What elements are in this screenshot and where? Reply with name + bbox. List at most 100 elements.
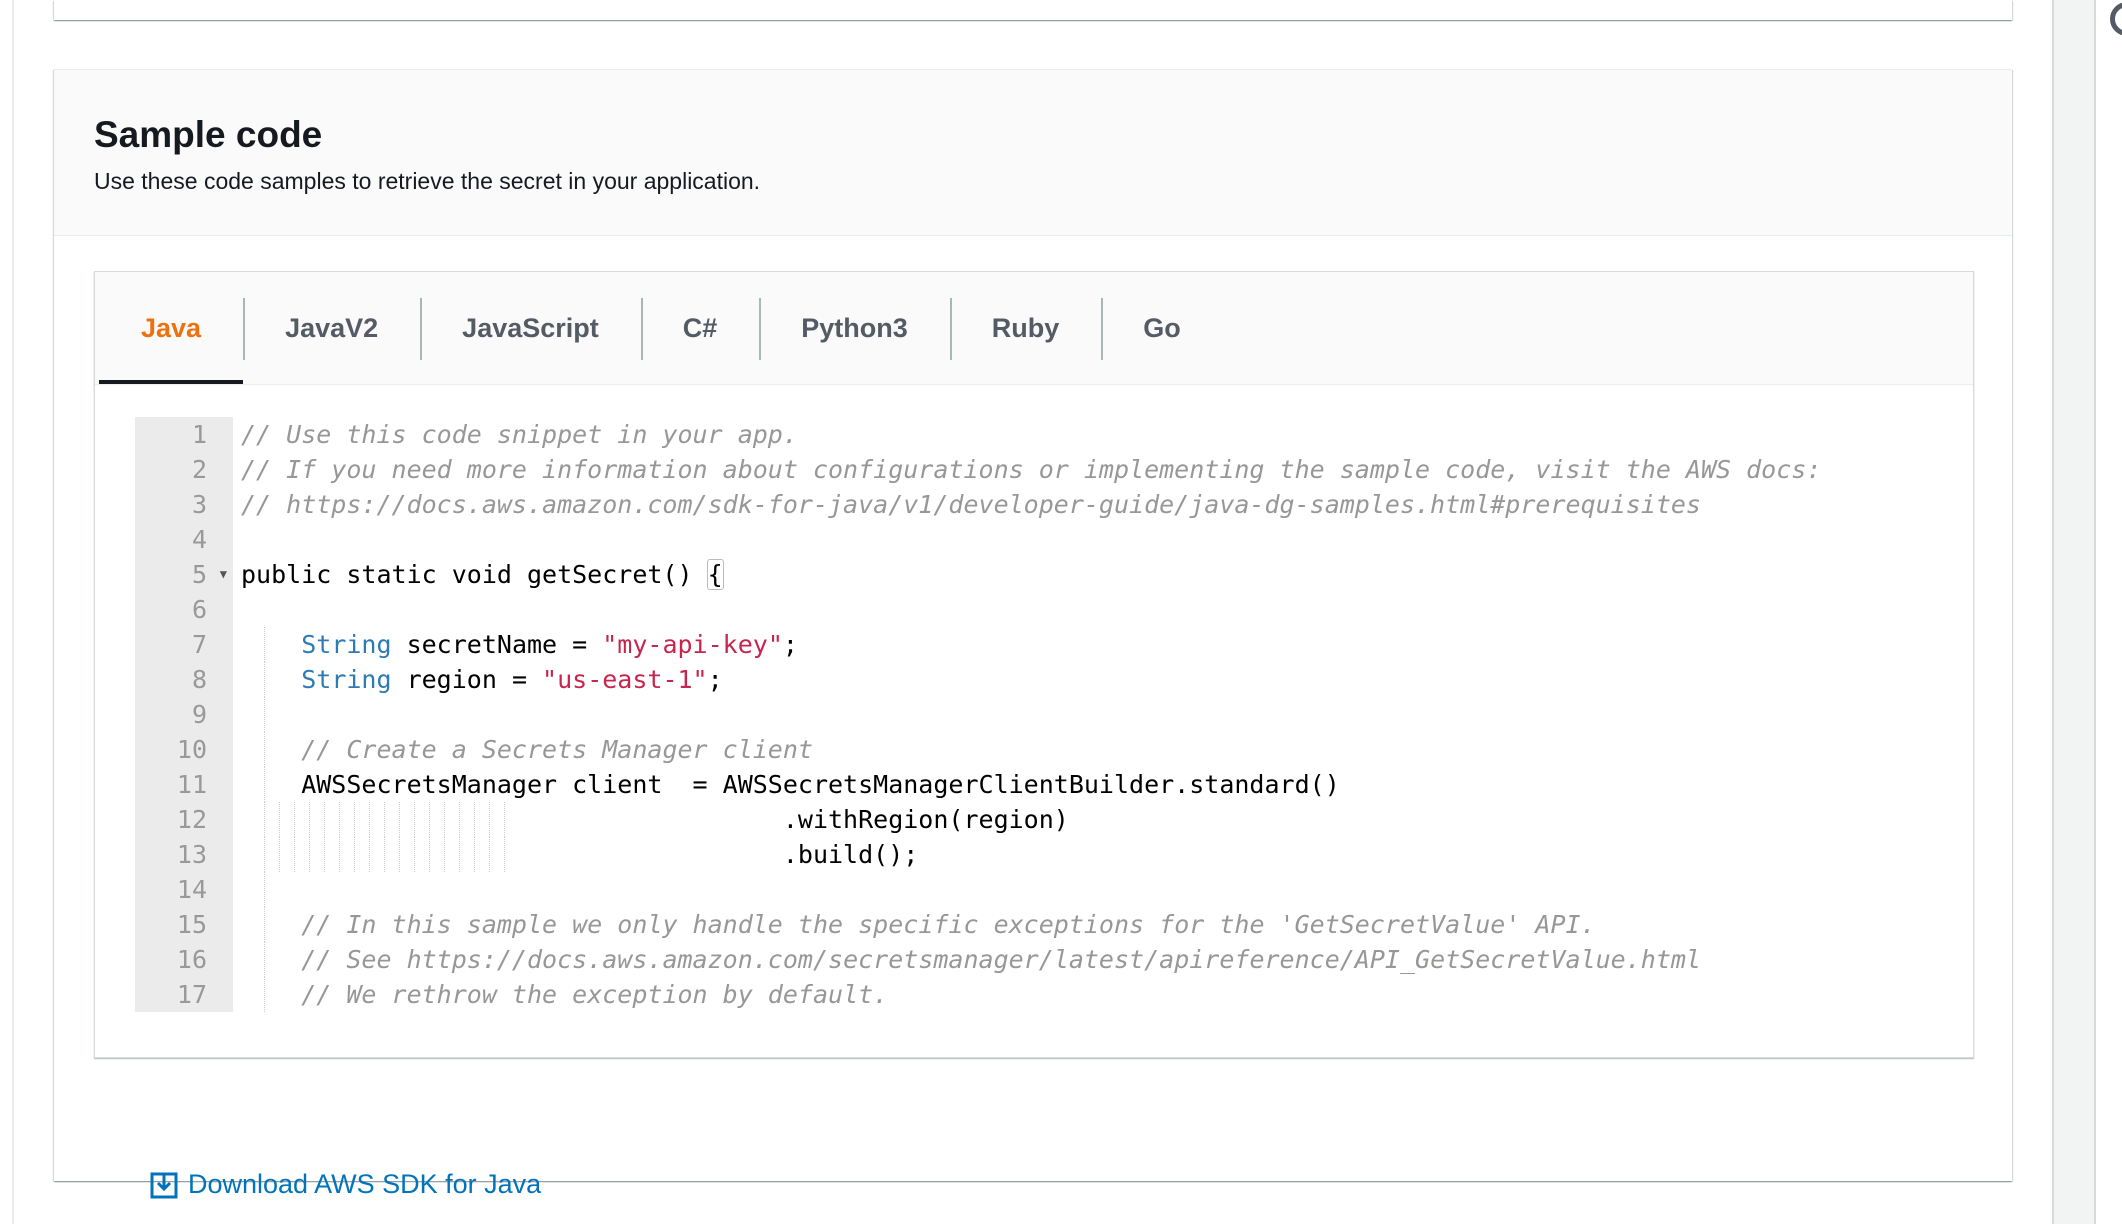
line-number-text: 17 (176, 980, 207, 1009)
code-token: .withRegion(region) (241, 805, 1069, 834)
indent-guide (383, 802, 385, 837)
code-token: .build(); (241, 840, 919, 869)
code-text: // https://docs.aws.amazon.com/sdk-for-j… (233, 487, 1701, 522)
fold-arrow-icon[interactable]: ▼ (219, 567, 227, 581)
code-line: 7 String secretName = "my-api-key"; (135, 627, 1935, 662)
download-icon (150, 1172, 178, 1198)
info-icon[interactable] (2110, 2, 2122, 36)
code-text: // In this sample we only handle the spe… (233, 907, 1596, 942)
indent-guide (263, 872, 265, 907)
tab-java[interactable]: Java (99, 272, 244, 384)
indent-guide (293, 837, 295, 872)
indent-guide (444, 837, 446, 872)
line-number: 7 (135, 627, 233, 662)
line-number: 6 (135, 592, 233, 627)
code-token (241, 945, 301, 974)
code-text: AWSSecretsManager client = AWSSecretsMan… (233, 767, 1340, 802)
code-line: 4 (135, 522, 1935, 557)
line-number: 11 (135, 767, 233, 802)
indent-guide (444, 802, 446, 837)
code-line: 5▼public static void getSecret() { (135, 557, 1935, 592)
code-token: ; (782, 630, 798, 659)
code-text (233, 697, 265, 732)
code-token: ; (707, 665, 723, 694)
indent-guide (263, 837, 265, 872)
line-number-text: 15 (176, 910, 207, 939)
indent-guide (338, 802, 340, 837)
code-token (241, 910, 301, 939)
indent-guide (489, 802, 491, 837)
code-comment: // See https://docs.aws.amazon.com/secre… (301, 945, 1701, 974)
indent-guide (308, 802, 310, 837)
code-editor[interactable]: 1// Use this code snippet in your app.2/… (135, 417, 1935, 1012)
indent-guide (353, 802, 355, 837)
indent-guide (399, 837, 401, 872)
code-text: // We rethrow the exception by default. (233, 977, 888, 1012)
panel-subtitle: Use these code samples to retrieve the s… (94, 168, 761, 194)
line-number: 4 (135, 522, 233, 557)
line-number: 3 (135, 487, 233, 522)
line-number: 15 (135, 907, 233, 942)
code-token (241, 665, 301, 694)
line-number-text: 9 (191, 700, 207, 729)
code-text: // Create a Secrets Manager client (233, 732, 813, 767)
line-number-text: 12 (176, 805, 207, 834)
code-comment: // https://docs.aws.amazon.com/sdk-for-j… (241, 490, 1701, 519)
indent-guide (414, 802, 416, 837)
line-number: 12 (135, 802, 233, 837)
indent-guide (263, 627, 265, 662)
indent-guide (399, 802, 401, 837)
line-number-text: 14 (176, 875, 207, 904)
indent-guide (429, 802, 431, 837)
tab-javascript[interactable]: JavaScript (420, 272, 641, 384)
tab-javav2[interactable]: JavaV2 (243, 272, 420, 384)
line-number-text: 2 (191, 455, 207, 484)
indent-guide (278, 802, 280, 837)
code-token: AWSSecretsManager client = AWSSecretsMan… (241, 770, 1340, 799)
indent-guide (263, 697, 265, 732)
side-panel-rail[interactable] (2052, 0, 2096, 1224)
tab-csharp[interactable]: C# (640, 272, 760, 384)
download-sdk-label: Download AWS SDK for Java (188, 1169, 542, 1199)
indent-guide (263, 732, 265, 767)
download-sdk-link[interactable]: Download AWS SDK for Java (150, 1169, 541, 1200)
code-line: 16 // See https://docs.aws.amazon.com/se… (135, 942, 1935, 977)
code-line: 8 String region = "us-east-1"; (135, 662, 1935, 697)
code-text: String region = "us-east-1"; (233, 662, 723, 697)
line-number: 16 (135, 942, 233, 977)
line-number: 10 (135, 732, 233, 767)
code-text (233, 522, 241, 557)
code-comment: // If you need more information about co… (241, 455, 1822, 484)
code-text: // If you need more information about co… (233, 452, 1821, 487)
code-token: secretName = (391, 630, 603, 659)
code-text (233, 592, 241, 627)
code-line: 2 // If you need more information about c… (135, 452, 1935, 487)
panel-header: Sample code Use these code samples to re… (54, 70, 2012, 236)
indent-guide (414, 837, 416, 872)
line-number: 5▼ (135, 557, 233, 592)
code-comment: // Use this code snippet in your app. (241, 420, 798, 449)
indent-guide (263, 662, 265, 697)
code-token: public static void getSecret() (241, 560, 708, 589)
code-text: public static void getSecret() { (233, 557, 724, 592)
line-number-text: 16 (176, 945, 207, 974)
tab-python3[interactable]: Python3 (759, 272, 950, 384)
indent-guide (323, 802, 325, 837)
code-text: String secretName = "my-api-key"; (233, 627, 798, 662)
indent-guide (338, 837, 340, 872)
code-line: 13 .build(); (135, 837, 1935, 872)
indent-guide (474, 837, 476, 872)
indent-guide (263, 767, 265, 802)
tab-ruby[interactable]: Ruby (949, 272, 1102, 384)
code-token (241, 630, 301, 659)
indent-guide (459, 837, 461, 872)
indent-guide (383, 837, 385, 872)
indent-guide (263, 977, 265, 1012)
tab-go[interactable]: Go (1101, 272, 1223, 384)
indent-guide (489, 837, 491, 872)
line-number-text: 3 (191, 490, 207, 519)
code-string: "my-api-key" (602, 630, 783, 659)
code-line: 15 // In this sample we only handle the … (135, 907, 1935, 942)
